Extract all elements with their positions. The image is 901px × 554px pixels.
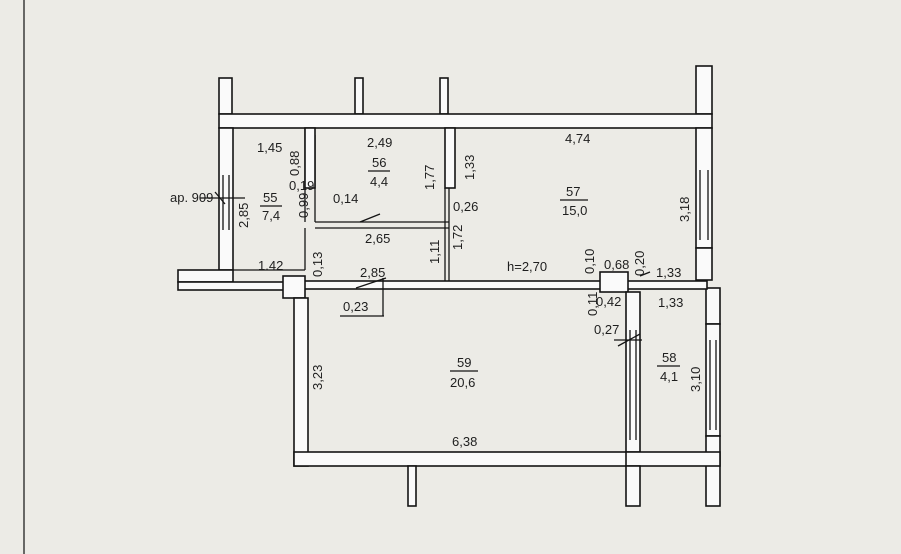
- dim-tick: [214, 191, 226, 205]
- wall-stub: [439, 77, 449, 115]
- room-59-area: 20,6: [450, 375, 475, 390]
- wall-left-stub: [177, 269, 234, 283]
- dim-label: 0,42: [596, 294, 621, 309]
- dim-label: 1,77: [422, 165, 437, 190]
- column: [282, 275, 306, 299]
- wall-stub: [354, 77, 364, 115]
- dim-label: 6,38: [452, 434, 477, 449]
- dim-tick: [355, 277, 387, 289]
- room-56-area: 4,4: [370, 174, 388, 189]
- dim-label: 1,72: [450, 225, 465, 250]
- dim-label: 0,88: [287, 151, 302, 176]
- dim-label: 0,23: [343, 299, 368, 314]
- wall-corridor: [177, 281, 289, 291]
- dim-label: 0,68: [604, 257, 629, 272]
- wall-stub: [695, 65, 713, 115]
- dim-tick: [359, 213, 381, 223]
- dim-label: 1.42: [258, 258, 283, 273]
- room-57-area: 15,0: [562, 203, 587, 218]
- room-56-number: 56: [372, 155, 386, 170]
- wall-right-mid: [695, 247, 713, 281]
- dim-label: 2,85: [360, 265, 385, 280]
- dim-label: 1,33: [656, 265, 681, 280]
- wall-middle-partition-right: [626, 280, 708, 290]
- dim-label: 0,26: [453, 199, 478, 214]
- dim-tick: [617, 333, 641, 347]
- dim-label: 3,18: [677, 197, 692, 222]
- dim-label: 2,65: [365, 231, 390, 246]
- wall-middle-partition: [302, 280, 607, 290]
- wall-right-lower: [705, 287, 721, 325]
- wall-stub: [218, 77, 233, 115]
- wall-bottom-58: [625, 451, 721, 467]
- room-57-number: 57: [566, 184, 580, 199]
- room-59-number: 59: [457, 355, 471, 370]
- room-58-area: 4,1: [660, 369, 678, 384]
- wall-59-58: [625, 291, 641, 453]
- dim-label: 0,19: [289, 178, 314, 193]
- dim-label: 3,23: [310, 365, 325, 390]
- dim-label: 4,74: [565, 131, 590, 146]
- room-55-area: 7,4: [262, 208, 280, 223]
- wall-stub: [625, 465, 641, 507]
- dim-label: 0,13: [310, 252, 325, 277]
- dim-label: 0,14: [333, 191, 358, 206]
- dim-label: 0,27: [594, 322, 619, 337]
- wall-stub: [407, 465, 417, 507]
- room-58-number: 58: [662, 350, 676, 365]
- dim-label: 0,20: [632, 251, 647, 276]
- wall-bottom-59: [293, 451, 641, 467]
- wall-right-lower: [705, 323, 721, 437]
- dim-label: 2,49: [367, 135, 392, 150]
- dim-tick: [639, 271, 651, 277]
- wall-top: [218, 113, 713, 129]
- dim-label: 1,33: [462, 155, 477, 180]
- wall-left-59: [293, 297, 309, 467]
- dim-label: 2,85: [236, 203, 251, 228]
- wall-right-bottom: [705, 435, 721, 507]
- partition-56-right: [444, 127, 456, 189]
- dim-label: 0,99: [296, 193, 311, 218]
- wall-right: [695, 127, 713, 249]
- apartment-label: ар. 909: [170, 190, 213, 205]
- ceiling-height-label: h=2,70: [507, 259, 547, 274]
- dim-label: 1,33: [658, 295, 683, 310]
- dim-label: 1,45: [257, 140, 282, 155]
- partition-56-left-wall: [304, 127, 316, 189]
- dim-label: 1,11: [427, 240, 442, 264]
- column: [599, 271, 629, 293]
- dim-label: 0,10: [582, 249, 597, 274]
- dim-label: 3,10: [688, 367, 703, 392]
- dim-label: 0,11: [585, 292, 600, 316]
- room-55-number: 55: [263, 190, 277, 205]
